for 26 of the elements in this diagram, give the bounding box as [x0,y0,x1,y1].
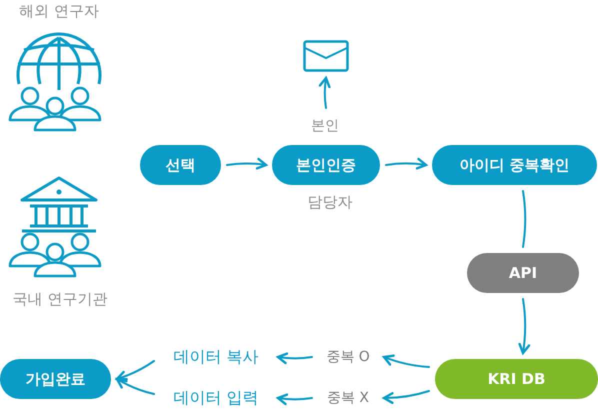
step-label: 본인 [300,114,350,138]
arrow [276,393,313,406]
step-label: 데이터 입력 [160,386,272,410]
arrow [385,158,428,170]
connector-line [522,190,526,248]
step-label: 중복 O [318,345,378,369]
role-caption: 담당자 [306,193,354,212]
step-label: 데이터 복사 [160,345,272,369]
envelope-icon [303,40,349,72]
arrow [382,354,430,368]
process-pill: API [467,253,579,293]
process-pill: 본인인증 [272,145,380,185]
arrow [276,352,313,364]
process-pill: 가입완료 [0,359,111,399]
process-pill: 선택 [140,145,221,185]
arrow [116,378,155,395]
process-pill: KRI DB [435,359,598,399]
process-pill: 아이디 중복확인 [432,145,597,185]
step-label: 중복 X [318,386,378,410]
arrow [116,360,155,382]
group-caption: 국내 연구기관 [12,290,108,309]
group-caption: 해외 연구자 [18,2,100,21]
arrow [518,298,530,354]
arrow [318,76,331,109]
arrow [382,390,430,404]
arrow [226,158,268,170]
